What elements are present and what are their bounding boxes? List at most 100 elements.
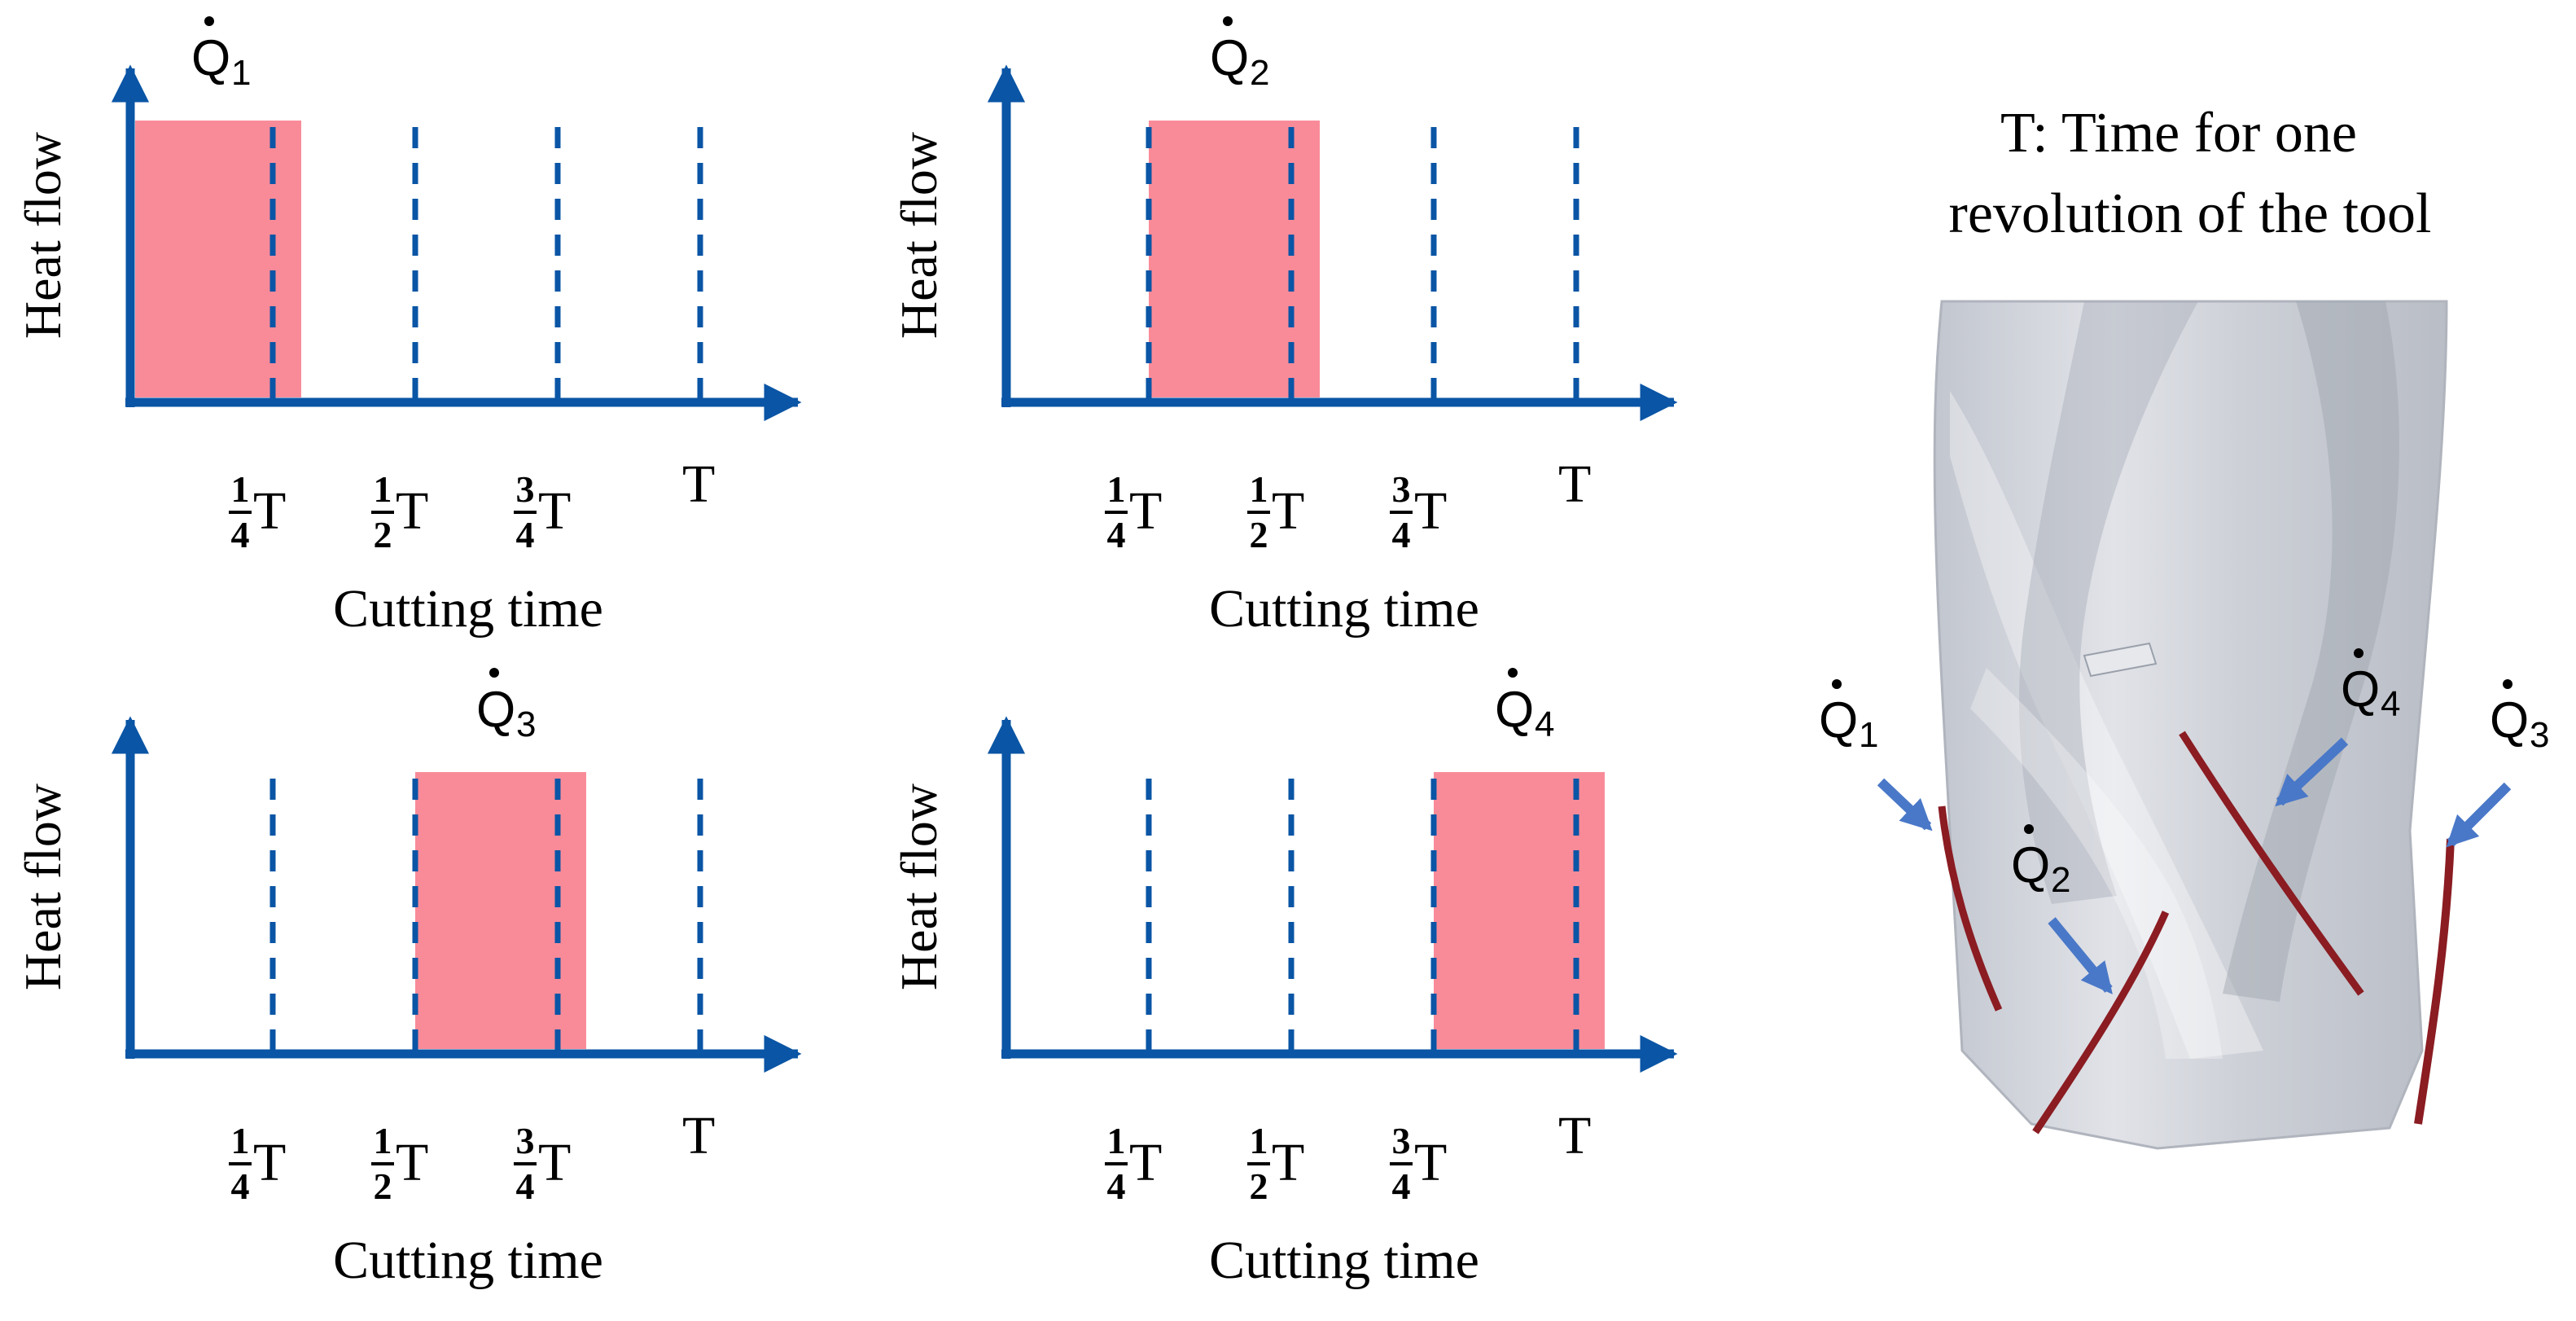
svg-text:Q: Q (1210, 30, 1249, 86)
svg-text:T: T (1129, 481, 1162, 541)
svg-text:4: 4 (231, 1165, 250, 1207)
legend: T: Time for one revolution of the tool (1949, 102, 2432, 245)
svg-text:3: 3 (1392, 468, 1411, 510)
heat-flow-symbol: Q 3 (476, 668, 536, 744)
tick-label-full: T (682, 454, 715, 514)
tick-label-half: 1 2 T (1247, 1120, 1304, 1207)
svg-text:3: 3 (516, 1120, 535, 1161)
svg-text:4: 4 (2381, 684, 2400, 724)
cutting-edge-3 (2414, 838, 2455, 1125)
tool-coolant-channel (2083, 642, 2158, 678)
svg-text:4: 4 (516, 1165, 535, 1207)
chart-panel-2: Heat flow Cutting time 1 4 T 1 2 T 3 4 T… (890, 16, 1678, 639)
pointer-arrow-2 (2048, 917, 2113, 994)
svg-text:2: 2 (1250, 1165, 1268, 1207)
svg-text:2: 2 (2051, 860, 2070, 900)
svg-text:Q: Q (1495, 682, 1534, 738)
x-axis-label: Cutting time (1209, 1231, 1479, 1290)
tool-flute-3 (2223, 301, 2399, 1002)
y-axis-label: Heat flow (890, 783, 948, 990)
svg-text:T: T (1129, 1133, 1162, 1192)
svg-text:4: 4 (1107, 514, 1126, 555)
chart-panel-1: Heat flow Cutting time 1 4 T 1 2 T 3 4 T… (14, 16, 802, 639)
svg-text:Q: Q (1819, 692, 1858, 748)
tick-label-quarter: 1 4 T (229, 1120, 286, 1207)
svg-text:T: T (682, 454, 715, 514)
tick-label-three-quarter: 3 4 T (514, 1120, 571, 1207)
svg-text:T: T (396, 1133, 428, 1192)
svg-text:2: 2 (1250, 514, 1268, 555)
svg-text:T: T (1272, 481, 1304, 541)
tool-label-q1: Q 1 (1819, 679, 1878, 755)
legend-line-2: revolution of the tool (1949, 182, 2432, 245)
tick-label-quarter: 1 4 T (229, 468, 286, 555)
tool-flute-4 (1970, 668, 2223, 1059)
tick-label-half: 1 2 T (371, 468, 428, 555)
tick-label-quarter: 1 4 T (1105, 1120, 1162, 1207)
end-mill-tool (1933, 300, 2455, 1150)
svg-text:2: 2 (1250, 53, 1269, 93)
svg-text:T: T (1558, 1106, 1591, 1165)
svg-text:3: 3 (516, 704, 536, 744)
svg-text:1: 1 (231, 468, 250, 510)
svg-text:1: 1 (1250, 1120, 1268, 1161)
svg-text:T: T (253, 481, 286, 541)
svg-text:T: T (1272, 1133, 1304, 1192)
svg-text:T: T (1414, 481, 1447, 541)
svg-text:Q: Q (2341, 661, 2380, 718)
tick-label-full: T (682, 1106, 715, 1165)
tick-label-quarter: 1 4 T (1105, 468, 1162, 555)
svg-text:1: 1 (374, 468, 392, 510)
pointer-arrow-3 (2446, 782, 2512, 848)
svg-text:T: T (682, 1106, 715, 1165)
tick-label-full: T (1558, 454, 1591, 514)
cutting-edge-4 (2179, 731, 2364, 996)
pointer-arrow-4 (2275, 737, 2349, 807)
svg-text:Q: Q (2011, 837, 2050, 893)
svg-text:Q: Q (476, 682, 515, 738)
x-axis-label: Cutting time (333, 1231, 603, 1290)
svg-text:T: T (1414, 1133, 1447, 1192)
svg-text:4: 4 (231, 514, 250, 555)
tick-label-three-quarter: 3 4 T (514, 468, 571, 555)
legend-line-1: T: Time for one (2000, 102, 2357, 165)
svg-text:T: T (538, 1133, 571, 1192)
svg-text:1: 1 (1250, 468, 1268, 510)
svg-text:2: 2 (374, 1165, 392, 1207)
svg-text:3: 3 (516, 468, 535, 510)
tick-label-three-quarter: 3 4 T (1390, 468, 1447, 555)
svg-text:1: 1 (1107, 1120, 1126, 1161)
svg-text:Q: Q (2490, 692, 2529, 748)
x-axis-label: Cutting time (1209, 579, 1479, 639)
pointer-arrow-1 (1877, 778, 1933, 832)
chart-panel-4: Heat flow Cutting time 1 4 T 1 2 T 3 4 T… (890, 668, 1678, 1290)
svg-text:T: T (538, 481, 571, 541)
tick-label-three-quarter: 3 4 T (1390, 1120, 1447, 1207)
svg-text:4: 4 (1535, 704, 1554, 744)
svg-text:1: 1 (231, 53, 251, 93)
svg-text:4: 4 (1392, 1165, 1411, 1207)
tool-label-q3: Q 3 (2490, 679, 2549, 755)
heat-flow-symbol: Q 2 (1210, 16, 1269, 93)
y-axis-label: Heat flow (14, 132, 72, 339)
tick-label-half: 1 2 T (371, 1120, 428, 1207)
svg-text:4: 4 (1392, 514, 1411, 555)
chart-panel-3: Heat flow Cutting time 1 4 T 1 2 T 3 4 T… (14, 668, 802, 1290)
svg-text:4: 4 (516, 514, 535, 555)
tool-label-q4: Q 4 (2341, 648, 2400, 724)
cutting-edge-1 (1938, 805, 2003, 1012)
svg-text:T: T (1558, 454, 1591, 514)
heat-flow-symbol: Q 4 (1495, 668, 1554, 744)
x-axis-label: Cutting time (333, 579, 603, 639)
svg-text:1: 1 (1859, 715, 1878, 755)
cutting-edge-2 (2032, 911, 2170, 1134)
svg-text:1: 1 (1107, 468, 1126, 510)
tool-label-q2: Q 2 (2011, 824, 2070, 900)
tool-flute-1 (1950, 391, 2263, 1059)
svg-text:1: 1 (231, 1120, 250, 1161)
tick-label-half: 1 2 T (1247, 468, 1304, 555)
svg-text:3: 3 (1392, 1120, 1411, 1161)
svg-text:T: T (253, 1133, 286, 1192)
y-axis-label: Heat flow (14, 783, 72, 990)
